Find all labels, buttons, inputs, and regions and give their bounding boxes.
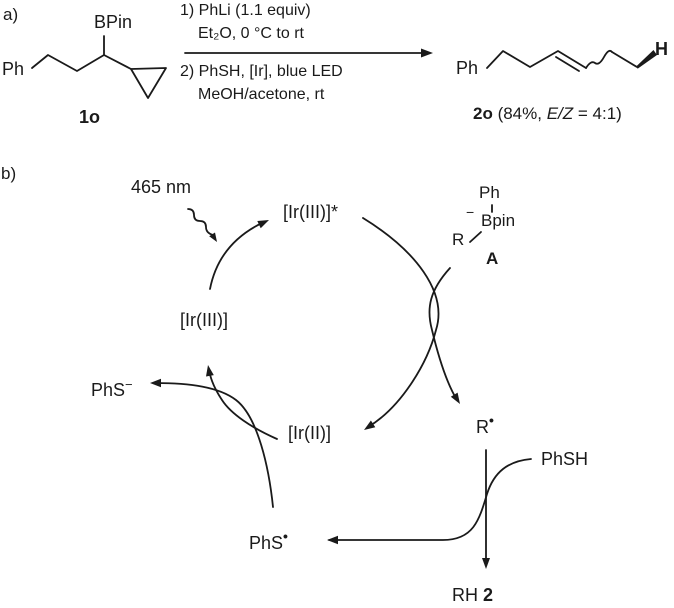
photon-squiggle-arrow (187, 208, 214, 236)
double-bond-second-line-2o (555, 56, 580, 72)
arc-ir3-to-excited (209, 221, 265, 290)
condition-line-3: 2) PhSH, [Ir], blue LED (180, 63, 343, 80)
arc-thiyl-to-thiolate (154, 382, 274, 508)
arc-phsh-to-thiyl (328, 458, 532, 541)
thiyl-base: PhS (249, 533, 284, 553)
thiolate-charge: − (125, 377, 133, 392)
ate-bpin-label: Bpin (481, 211, 516, 230)
bond-chain-1o (31, 35, 105, 72)
arrowhead-to-ir2 (364, 420, 376, 430)
ate-phenyl-label: Ph (479, 183, 500, 202)
arc-ate-to-r-radical (428, 267, 458, 401)
squiggle-bond-2o (585, 49, 613, 69)
bond-2o-terminal (611, 51, 638, 68)
bpin-label-1o: BPin (94, 12, 133, 32)
condition-line-4: MeOH/acetone, rt (198, 86, 325, 103)
wavelength-label: 465 nm (131, 177, 192, 197)
arrowhead-to-thiolate (150, 378, 161, 388)
ate-complex-label: A (486, 249, 499, 268)
ir3-excited-label: [Ir(III)]* (283, 202, 338, 222)
reaction-arrowhead (421, 48, 433, 58)
arrowhead-to-rh (482, 558, 490, 569)
product-caption: 2o (84%, E/Z = 4:1) (473, 105, 622, 122)
panel-b-label: b) (1, 164, 17, 183)
bond-r-boron-ate (469, 231, 482, 243)
condition-line-1: 1) PhLi (1.1 equiv) (180, 2, 311, 19)
compound-1o-label: 1o (79, 107, 101, 127)
ir2-label: [Ir(II)] (288, 423, 331, 443)
rh-text: RH (452, 585, 478, 605)
r-radical-base: R (476, 417, 489, 437)
thiol-label: PhSH (541, 449, 589, 469)
arrowhead-to-r-radical (450, 392, 460, 404)
r-radical-dot: • (489, 412, 494, 428)
ate-minus-charge: − (466, 204, 475, 220)
arc-ir2-to-ir3 (208, 368, 278, 440)
arrowhead-to-ir3 (206, 365, 214, 377)
thiolate-label: PhS− (91, 378, 133, 399)
bond-chain-2o (486, 50, 587, 69)
photon-arrowhead (209, 232, 217, 242)
yield-text: (84%, (492, 104, 547, 123)
panel-a-label: a) (3, 5, 19, 24)
cyclopropane-ring-1o (130, 67, 167, 99)
thiyl-label: PhS• (249, 529, 288, 552)
arrowhead-to-excited (257, 220, 269, 229)
ir3-label: [Ir(III)] (180, 310, 228, 330)
thiolate-base: PhS (91, 380, 126, 400)
phenyl-label-1o: Ph (2, 59, 25, 79)
arc-excited-to-ir2 (362, 217, 440, 428)
ez-ratio-label: E/Z (546, 104, 574, 123)
wedge-bond-to-H (636, 50, 657, 69)
hydrogen-label-2o: H (655, 39, 668, 59)
compound-2-label: 2 (483, 585, 494, 605)
compound-2o-label: 2o (473, 104, 493, 123)
arrowhead-to-thiyl (327, 535, 338, 545)
bond-to-cyclopropyl-1o (103, 54, 132, 70)
thiyl-dot: • (283, 528, 288, 544)
r-radical-label: R• (476, 413, 494, 436)
ez-ratio-value: = 4:1) (573, 104, 622, 123)
condition-line-2: Et₂O, 0 °C to rt (198, 25, 304, 42)
phenyl-label-2o: Ph (456, 58, 479, 78)
ate-r-label: R (452, 230, 465, 249)
